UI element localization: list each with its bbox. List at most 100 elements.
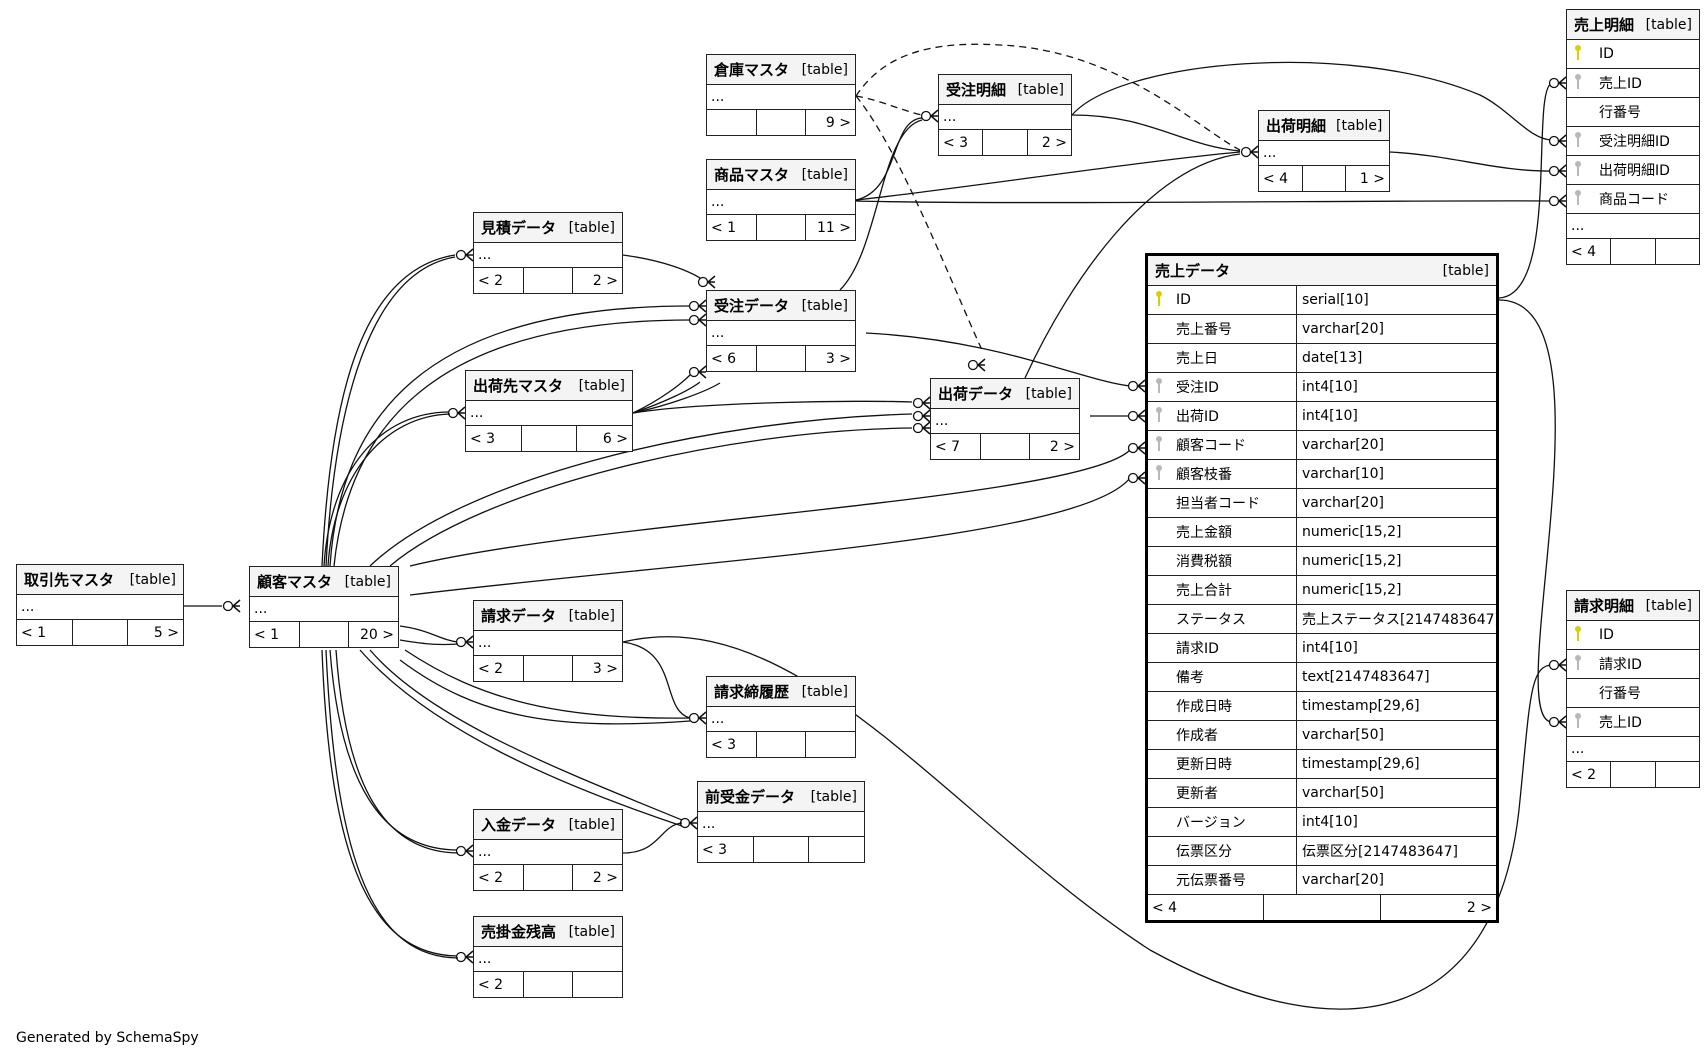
children-count: 1 >	[1359, 170, 1386, 187]
column-name: 更新日時	[1170, 750, 1297, 778]
column-type: varchar[20]	[1302, 437, 1384, 453]
table-name: 請求明細	[1574, 597, 1635, 615]
zero-or-many-marker	[1548, 715, 1567, 729]
table-name: 受注データ	[714, 297, 790, 315]
zero-or-many-marker	[1548, 658, 1567, 672]
key-cell	[1567, 654, 1589, 674]
zero-or-many-marker	[688, 711, 707, 725]
children-count	[806, 732, 855, 757]
relationship-line	[855, 151, 1241, 201]
rows-count	[981, 434, 1031, 459]
table-footer: < 4	[1567, 239, 1699, 264]
generated-by-footer: Generated by SchemaSpy	[16, 1030, 199, 1046]
column-type: varchar[10]	[1302, 466, 1384, 482]
column-row[interactable]: ステータス売上ステータス[2147483647]	[1148, 605, 1500, 634]
column-type: numeric[15,2]	[1302, 524, 1402, 540]
table-name: 売掛金残高	[481, 923, 557, 941]
table-name: 商品マスタ	[714, 166, 790, 184]
table-name: 出荷先マスタ	[473, 377, 564, 395]
table-seikyushime[interactable]: 請求締履歴[table] ... < 3	[706, 676, 856, 758]
table-name: 顧客マスタ	[257, 573, 333, 591]
column-row[interactable]: 売上ID	[1567, 69, 1699, 98]
relationship-line	[359, 649, 683, 827]
children-count: 3 >	[592, 660, 619, 677]
zero-or-many-marker	[912, 396, 931, 410]
zero-or-many-marker	[688, 313, 707, 327]
table-souko[interactable]: 倉庫マスタ[table] ... 9 >	[706, 54, 856, 136]
columns-ellipsis: ...	[474, 840, 622, 865]
children-count: 2 >	[592, 272, 619, 289]
column-row[interactable]: ID	[1567, 40, 1699, 69]
parents-count: < 1	[250, 622, 300, 647]
foreign-key-icon	[1575, 712, 1581, 728]
parents-count: < 4	[1567, 239, 1612, 264]
relationship-line	[622, 641, 691, 719]
relationship-line	[1071, 114, 1241, 152]
columns-ellipsis: ...	[250, 597, 398, 622]
column-row[interactable]: 行番号	[1567, 679, 1699, 708]
column-row[interactable]: 行番号	[1567, 98, 1699, 127]
column-row[interactable]: 出荷明細ID	[1567, 156, 1699, 185]
column-row[interactable]: 顧客コード varchar[20]	[1148, 431, 1496, 460]
table-kind: [table]	[801, 683, 848, 700]
column-type: int4[10]	[1302, 814, 1358, 830]
relationship-line	[855, 43, 1241, 151]
parents-count: < 7	[931, 434, 981, 459]
relationship-line	[325, 649, 459, 959]
key-cell	[1148, 377, 1170, 397]
column-row[interactable]: 商品コード	[1567, 185, 1699, 214]
table-urikake[interactable]: 売掛金残高[table] ... < 2	[473, 916, 623, 998]
table-kind: [table]	[1025, 385, 1072, 402]
table-name: 見積データ	[481, 219, 557, 237]
table-maeuke[interactable]: 前受金データ[table] ... < 3	[697, 781, 865, 863]
children-count	[573, 972, 622, 997]
column-name: 顧客コード	[1170, 431, 1297, 459]
parents-count: < 4	[1148, 895, 1265, 920]
column-row[interactable]: 伝票区分伝票区分[2147483647]	[1148, 837, 1496, 866]
column-row[interactable]: 受注明細ID	[1567, 127, 1699, 156]
rows-count	[757, 732, 807, 757]
key-cell	[1148, 290, 1170, 310]
relationship-line	[855, 200, 1551, 204]
column-row[interactable]: 売上ID	[1567, 708, 1699, 737]
column-row[interactable]: ID	[1567, 621, 1699, 650]
children-count: 20 >	[360, 626, 395, 643]
column-row[interactable]: 請求ID	[1567, 650, 1699, 679]
relationship-line	[1024, 153, 1241, 379]
parents-count: < 3	[698, 837, 754, 862]
columns-ellipsis: ...	[707, 321, 855, 346]
